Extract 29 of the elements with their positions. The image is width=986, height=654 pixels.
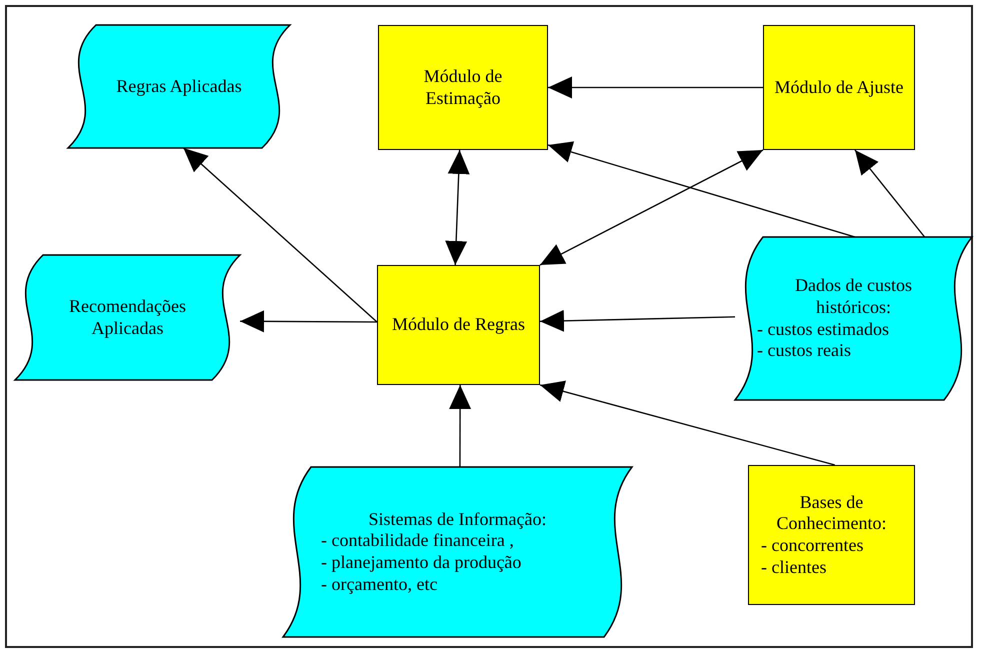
node-title: Dados de custos históricos: xyxy=(794,275,913,318)
node-title: Módulo de Estimação xyxy=(422,66,504,110)
arrow xyxy=(449,385,472,467)
arrow xyxy=(548,141,856,238)
node-title: Regras Aplicadas xyxy=(115,76,243,98)
arrow xyxy=(183,148,378,322)
node-title: Módulo de Ajuste xyxy=(774,76,904,98)
arrow xyxy=(854,150,926,238)
node-title: Recomendações Aplicadas xyxy=(68,296,187,340)
node-title: Bases de Conhecimento: xyxy=(776,492,888,535)
list-item: - clientes xyxy=(761,556,828,578)
process-box xyxy=(377,265,540,385)
list-item: - custos estimados xyxy=(757,318,890,340)
process-box xyxy=(748,465,915,605)
arrow xyxy=(240,310,377,332)
list-item: - concorrentes xyxy=(761,535,864,557)
node-title: Módulo de Regras xyxy=(391,314,526,336)
node-title: Sistemas de Informação: xyxy=(368,508,548,530)
arrow xyxy=(540,310,736,332)
list-item: - contabilidade financeira , xyxy=(321,530,515,552)
process-box xyxy=(763,25,915,150)
arrow xyxy=(540,380,835,466)
list-item: - planejamento da produção xyxy=(321,552,522,574)
list-item: - orçamento, etc xyxy=(321,574,438,596)
arrow xyxy=(540,149,764,266)
arrow xyxy=(445,150,470,266)
list-item: - custos reais xyxy=(757,340,852,362)
process-box xyxy=(378,25,548,150)
arrow xyxy=(548,76,763,98)
